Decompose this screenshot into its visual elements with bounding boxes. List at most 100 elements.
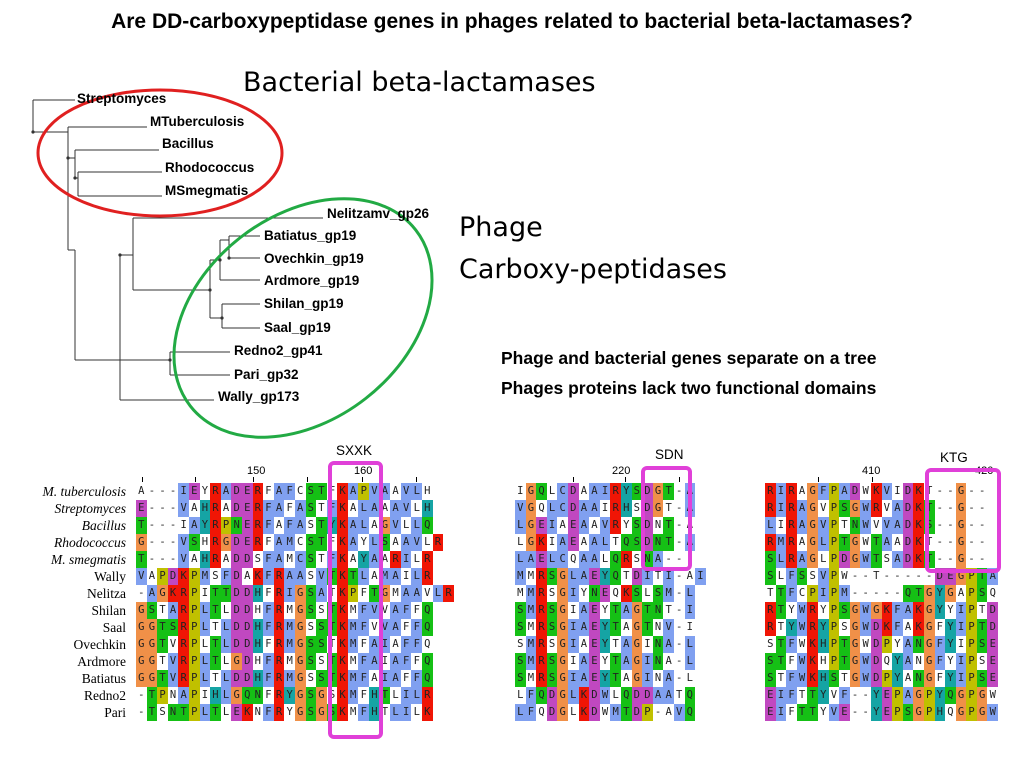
residue: -	[936, 502, 943, 514]
residue: A	[578, 602, 590, 619]
residue: D	[870, 636, 882, 653]
residue: S	[631, 517, 643, 534]
residue: D	[902, 483, 914, 500]
residue: R	[422, 568, 433, 585]
residue: -	[138, 587, 145, 599]
residue: S	[305, 653, 317, 670]
residue: T	[807, 704, 818, 721]
residue: K	[913, 619, 924, 636]
residue: L	[820, 553, 827, 565]
residue: A	[578, 653, 590, 670]
residue: -	[851, 706, 859, 718]
residue: K	[870, 483, 882, 500]
residue: -	[968, 536, 975, 548]
residue: Y	[892, 670, 903, 687]
tree-leaf: Saal_gp19	[264, 320, 331, 335]
residue: S	[546, 602, 558, 619]
residue: N	[913, 670, 924, 687]
residue: -	[894, 587, 901, 599]
residue: P	[188, 636, 200, 653]
residue: D	[631, 704, 643, 721]
residue: W	[862, 638, 869, 650]
residue: D	[839, 551, 850, 568]
residue: L	[222, 604, 230, 616]
residue: R	[870, 500, 882, 517]
residue: Y	[945, 636, 956, 653]
residue: P	[966, 653, 977, 670]
residue: Y	[199, 517, 211, 534]
residue: I	[955, 670, 967, 687]
residue: A	[371, 519, 378, 531]
residue: R	[807, 602, 818, 619]
residue: M	[525, 653, 537, 670]
residue: I	[570, 604, 577, 616]
residue: M	[517, 587, 524, 599]
residue: M	[347, 670, 359, 687]
residue: T	[610, 602, 621, 619]
residue: R	[536, 568, 547, 585]
residue: T	[839, 636, 850, 653]
residue: W	[860, 500, 871, 517]
residue: E	[241, 500, 253, 517]
residue: N	[654, 519, 662, 531]
residue: V	[820, 502, 827, 514]
residue: K	[422, 704, 433, 721]
residue: G	[557, 670, 568, 687]
residue: -	[169, 502, 177, 514]
residue: D	[902, 517, 914, 534]
residue: S	[923, 517, 935, 534]
residue: -	[851, 570, 859, 582]
residue: R	[273, 670, 285, 687]
residue: S	[765, 568, 776, 585]
residue: R	[786, 534, 797, 551]
residue: A	[178, 687, 189, 704]
residue: D	[987, 602, 999, 619]
residue: S	[902, 704, 914, 721]
residue: V	[881, 517, 893, 534]
residue: A	[371, 570, 378, 582]
residue: F	[936, 621, 943, 633]
residue: A	[902, 636, 914, 653]
residue: I	[180, 519, 187, 531]
residue: G	[923, 602, 935, 619]
residue: F	[786, 585, 797, 602]
residue: H	[199, 551, 211, 568]
tree-leaf: Ovechkin_gp19	[264, 251, 364, 266]
residue: R	[536, 619, 547, 636]
residue: Y	[620, 483, 632, 500]
residue: F	[360, 638, 367, 650]
residue: D	[987, 619, 999, 636]
residue: I	[686, 621, 693, 633]
residue: T	[136, 517, 147, 534]
residue: T	[347, 568, 359, 585]
residue: F	[788, 655, 795, 667]
residue: R	[765, 483, 776, 500]
residue: P	[828, 619, 840, 636]
residue: G	[923, 636, 935, 653]
residue: S	[839, 500, 850, 517]
residue: V	[881, 483, 893, 500]
residue: K	[337, 534, 348, 551]
sequence-name: Shilan	[91, 603, 126, 618]
residue: M	[379, 568, 391, 585]
residue: S	[316, 670, 327, 687]
residue: G	[913, 704, 924, 721]
residue: A	[400, 585, 412, 602]
residue: F	[413, 604, 420, 616]
tree-leaf: Rhodococcus	[165, 160, 255, 175]
residue: T	[146, 687, 158, 704]
residue: Q	[538, 706, 545, 718]
residue: F	[525, 704, 537, 721]
residue: N	[849, 517, 861, 534]
residue: F	[360, 689, 367, 701]
residue: M	[525, 602, 537, 619]
residue: V	[381, 604, 389, 616]
residue: R	[390, 551, 401, 568]
residue: A	[392, 485, 399, 497]
sequence-name: Ardmore	[77, 654, 126, 669]
